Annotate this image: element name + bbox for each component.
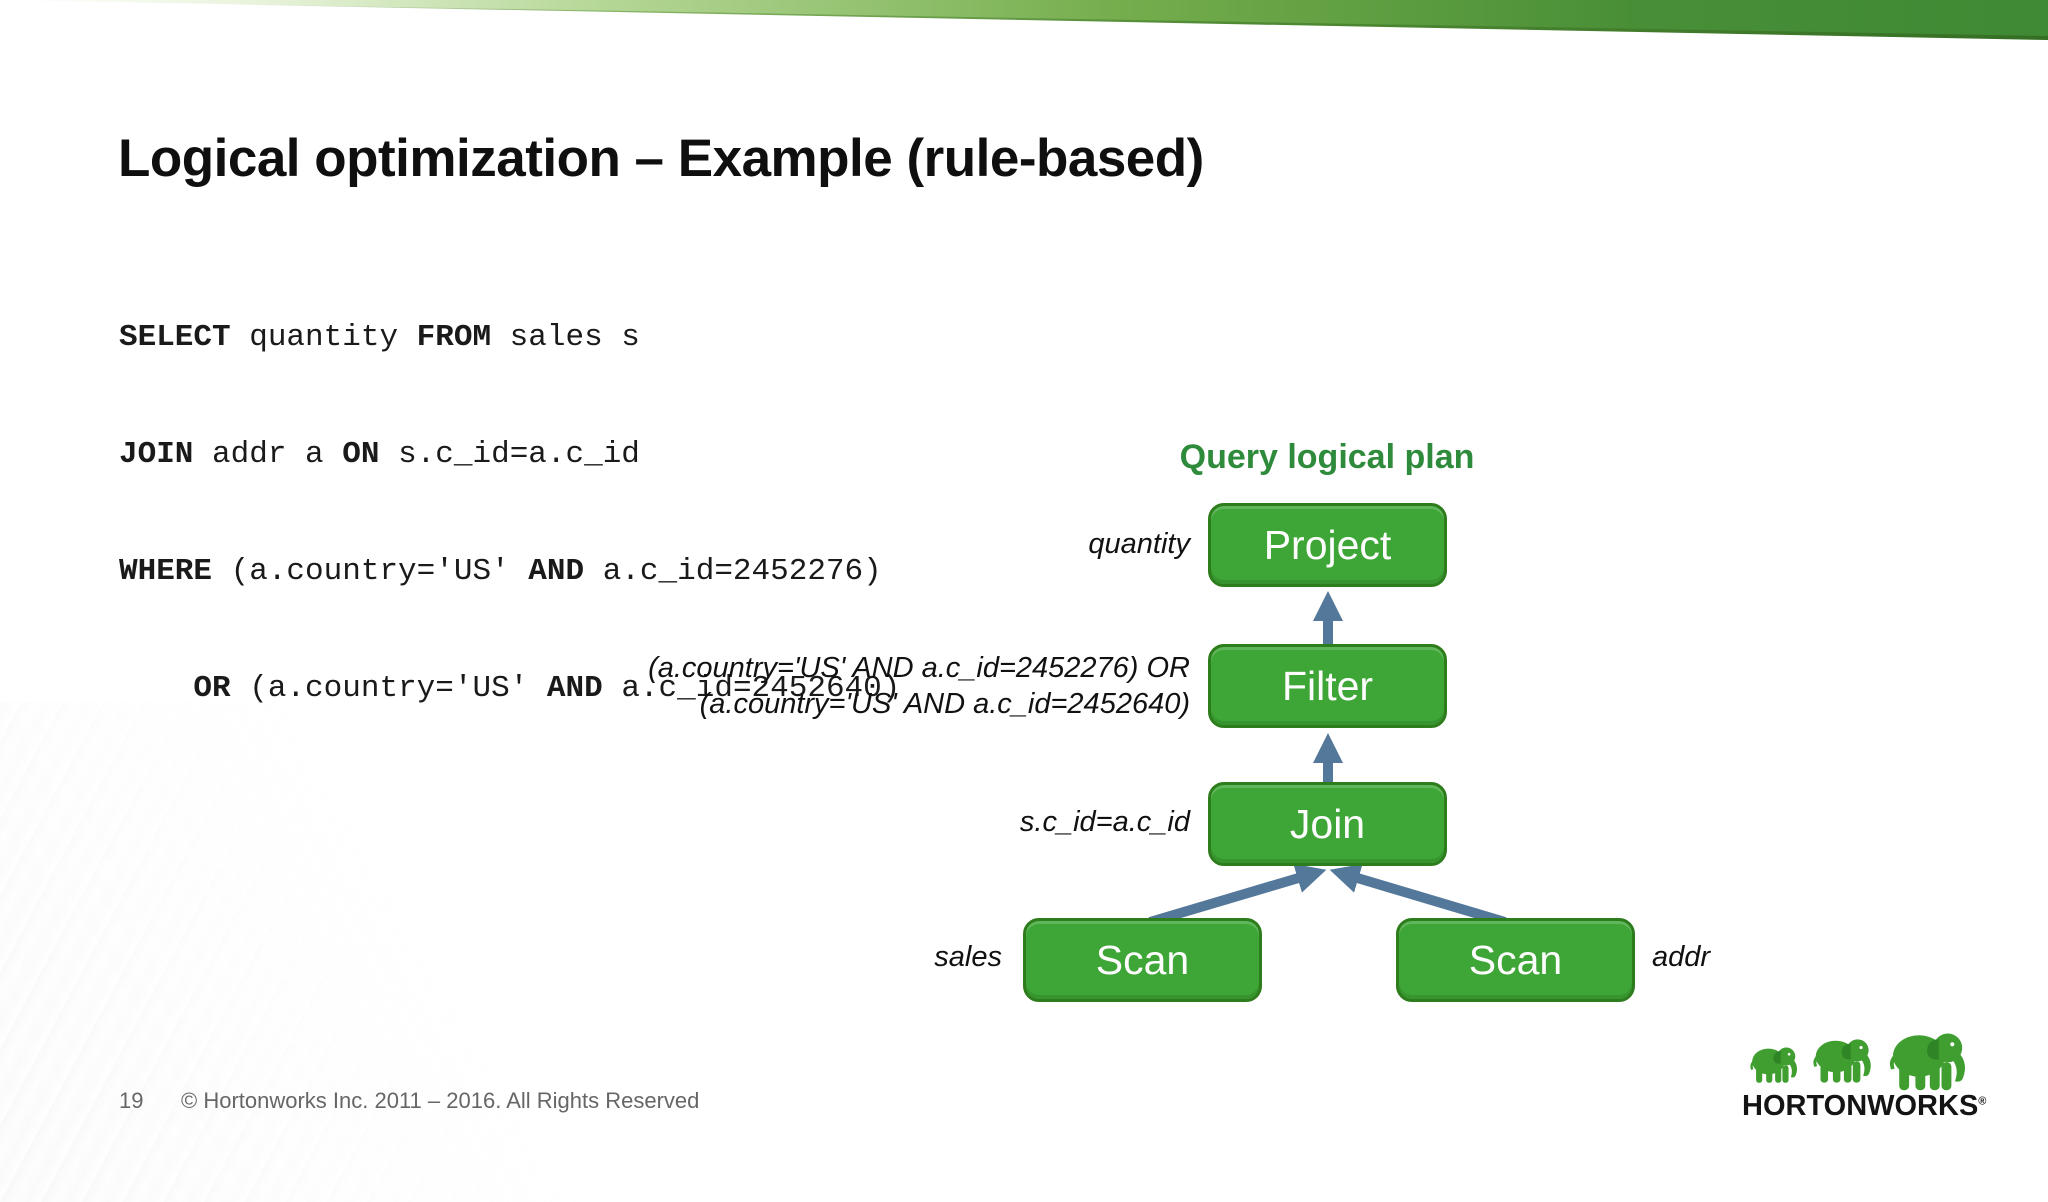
plan-node-filter: Filter (1208, 644, 1447, 728)
elephant-icon (1889, 1033, 1966, 1091)
plan-node-label: Scan (1095, 936, 1190, 983)
diagram-heading: Query logical plan (1179, 438, 1475, 476)
plan-node-scan-left: Scan (1023, 918, 1262, 1002)
sql-keyword: OR (193, 671, 231, 706)
sql-line: SELECT quantity FROM sales s (119, 318, 900, 357)
background-texture (0, 702, 600, 1202)
plan-node-join: Join (1208, 782, 1447, 866)
sql-line: JOIN addr a ON s.c_id=a.c_id (119, 435, 900, 474)
sql-line: WHERE (a.country='US' AND a.c_id=2452276… (119, 552, 900, 591)
logo-registered-mark: ® (1978, 1095, 1987, 1108)
plan-node-scan-right: Scan (1396, 918, 1635, 1002)
elephant-icon (1750, 1047, 1798, 1083)
annotation-filter-predicate: (a.country='US' AND a.c_id=2452276) OR (… (648, 650, 1190, 722)
plan-node-label: Filter (1281, 662, 1374, 709)
sql-keyword: AND (546, 671, 603, 706)
sql-keyword: ON (342, 437, 380, 472)
sql-keyword: JOIN (119, 437, 194, 472)
logo-wordmark: HORTONWORKS® (1742, 1090, 1986, 1123)
annotation-filter-line1: (a.country='US' AND a.c_id=2452276) OR (648, 652, 1190, 684)
annotation-join-condition: s.c_id=a.c_id (1019, 806, 1190, 838)
arrow-scan-left-to-join (1148, 863, 1327, 927)
footer-copyright: © Hortonworks Inc. 2011 – 2016. All Righ… (181, 1088, 700, 1113)
elephant-icon (1813, 1039, 1871, 1083)
plan-node-label: Project (1263, 521, 1392, 568)
sql-keyword: WHERE (119, 554, 213, 589)
sql-text (119, 671, 193, 706)
plan-node-label: Scan (1468, 936, 1563, 983)
sql-text: a.c_id=2452276) (584, 554, 882, 589)
annotation-filter-line2: (a.country='US' AND a.c_id=2452640) (699, 688, 1190, 720)
plan-node-project: Project (1208, 503, 1447, 587)
elephants-graphic (1746, 1026, 1982, 1091)
sql-text: (a.country='US' (230, 671, 547, 706)
plan-node-label: Join (1289, 800, 1366, 847)
top-banner (0, 0, 2048, 36)
annotation-project-columns: quantity (1088, 528, 1190, 560)
sql-keyword: SELECT (119, 320, 231, 355)
sql-code-block: SELECT quantity FROM sales s JOIN addr a… (119, 240, 900, 747)
page-title: Logical optimization – Example (rule-bas… (118, 128, 1204, 188)
sql-text: s.c_id=a.c_id (379, 437, 640, 472)
sql-text: quantity (230, 320, 417, 355)
sql-text: addr a (193, 437, 343, 472)
sql-text: sales s (491, 320, 640, 355)
annotation-scan-left-table: sales (934, 941, 1002, 973)
hortonworks-logo: HORTONWORKS® (1742, 1026, 1986, 1123)
sql-line: OR (a.country='US' AND a.c_id=2452640) (119, 669, 900, 708)
logo-brand-text: HORTONWORKS (1742, 1090, 1979, 1122)
arrow-scan-right-to-join (1329, 863, 1507, 927)
sql-keyword: AND (528, 554, 585, 589)
annotation-scan-right-table: addr (1652, 941, 1711, 973)
sql-text: (a.country='US' (212, 554, 529, 589)
sql-text: a.c_id=2452640) (602, 671, 901, 706)
footer-page-number: 19 (119, 1088, 144, 1113)
sql-keyword: FROM (416, 320, 492, 355)
